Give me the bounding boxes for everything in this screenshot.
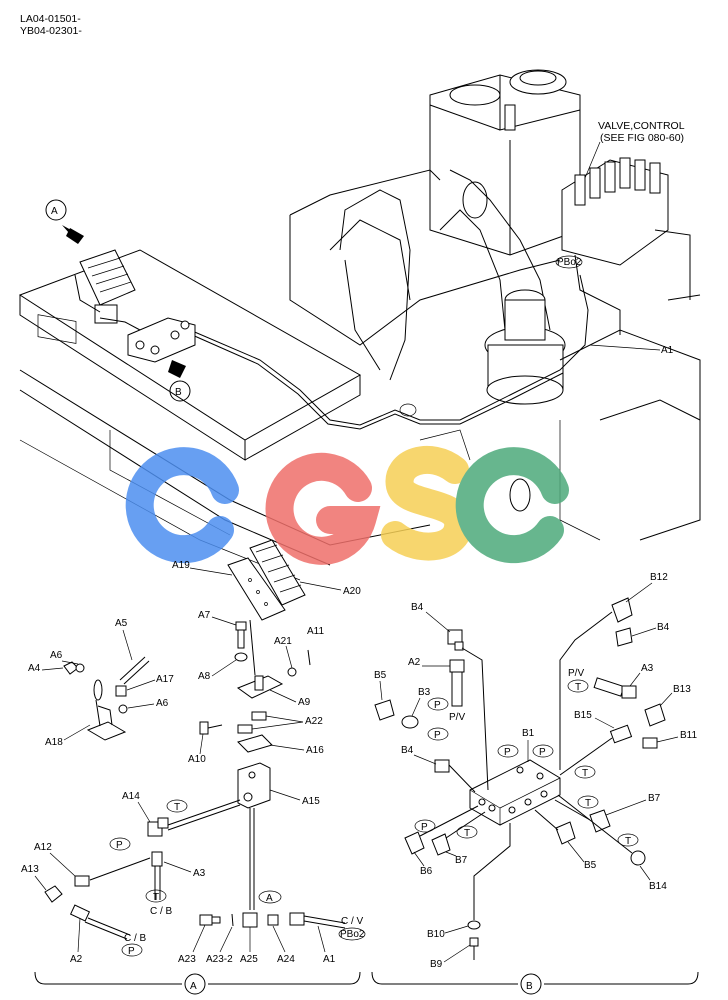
callout-b4-top: B4	[411, 602, 424, 613]
callout-a2-b: A2	[408, 657, 421, 668]
callout-b5-right: B5	[584, 860, 597, 871]
valve-control-figure-ref: (SEE FIG 080-60)	[600, 132, 684, 144]
callout-b4-right: B4	[657, 622, 670, 633]
tag-p-b-4: P	[539, 747, 546, 758]
cgsc-watermark	[125, 446, 569, 565]
callout-b7-right: B7	[648, 793, 661, 804]
pbo2-tag-upper: PBo2	[557, 257, 582, 268]
view-a-marker-upper	[45, 199, 67, 221]
pilot-hose-route	[189, 274, 589, 426]
tag-t-b-1: T	[575, 682, 581, 693]
tag-pv-left: P/V	[449, 712, 465, 723]
callout-a1-lower: A1	[323, 954, 336, 965]
tag-p-a-1: P	[116, 840, 123, 851]
valve-control-label: VALVE,CONTROL	[598, 120, 685, 132]
callout-b7-left: B7	[455, 855, 468, 866]
view-b-bracket	[371, 971, 699, 995]
tag-p-b-1: P	[434, 700, 441, 711]
tag-p-a-2: P	[128, 946, 135, 957]
callout-b6: B6	[420, 866, 433, 877]
callout-a6-left: A6	[50, 650, 63, 661]
callout-a21: A21	[274, 636, 292, 647]
callout-a6-right: A6	[156, 698, 169, 709]
callout-a17: A17	[156, 674, 174, 685]
callout-a7: A7	[198, 610, 211, 621]
callout-a13: A13	[21, 864, 39, 875]
callout-b14: B14	[649, 881, 667, 892]
callout-b15: B15	[574, 710, 592, 721]
tag-t-b-5: T	[464, 828, 470, 839]
tag-t-a-1: T	[174, 802, 180, 813]
callout-b4-lower: B4	[401, 745, 414, 756]
callout-a22: A22	[305, 716, 323, 727]
tag-cb-left-1: C / B	[150, 906, 173, 917]
callout-a15: A15	[302, 796, 320, 807]
view-a-label: A	[190, 981, 197, 992]
callout-a16: A16	[306, 745, 324, 756]
view-b-label: B	[526, 981, 533, 992]
tag-pv-right: P/V	[568, 668, 584, 679]
view-b-detail	[374, 597, 666, 960]
callout-a20: A20	[343, 586, 361, 597]
tag-p-b-5: P	[421, 822, 428, 833]
view-a-detail	[44, 539, 346, 940]
callout-a10: A10	[188, 754, 206, 765]
tag-cb-left-2: C / B	[124, 933, 147, 944]
serial-number-1: LA04-01501-	[20, 13, 81, 25]
pedal-pad-a20	[249, 539, 306, 606]
callout-a23-2: A23-2	[206, 954, 233, 965]
view-a-bracket	[34, 971, 361, 995]
travel-pedal-assembly	[74, 249, 196, 363]
tag-t-b-3: T	[585, 798, 591, 809]
callout-b1: B1	[522, 728, 535, 739]
serial-number-2: YB04-02301-	[20, 25, 82, 37]
callout-a12: A12	[34, 842, 52, 853]
callout-b12: B12	[650, 572, 668, 583]
callout-a11: A11	[307, 626, 324, 637]
callout-b9: B9	[430, 959, 443, 970]
callout-a1-upper: A1	[661, 345, 674, 356]
tag-t-b-4: T	[625, 836, 631, 847]
callout-a25: A25	[240, 954, 258, 965]
callout-a18: A18	[45, 737, 63, 748]
callout-a5: A5	[115, 618, 128, 629]
svg-text:A: A	[51, 206, 58, 217]
callout-b5-left: B5	[374, 670, 387, 681]
svg-text:B: B	[175, 387, 182, 398]
callout-b10: B10	[427, 929, 445, 940]
callout-b13: B13	[673, 684, 691, 695]
control-valve	[561, 157, 701, 335]
callout-a8: A8	[198, 671, 211, 682]
tag-a-a-1: A	[266, 893, 273, 904]
callout-a24: A24	[277, 954, 295, 965]
callout-a3-b: A3	[641, 663, 654, 674]
view-b-marker-upper	[169, 380, 191, 402]
tag-t-a-2: T	[153, 892, 159, 903]
tag-p-b-3: P	[504, 747, 511, 758]
callout-a2-left: A2	[70, 954, 83, 965]
callout-a9: A9	[298, 697, 311, 708]
callout-a14: A14	[122, 791, 140, 802]
callout-a3-left: A3	[193, 868, 206, 879]
tag-p-b-2: P	[434, 730, 441, 741]
view-b-arrow	[168, 360, 186, 378]
pedal-a19	[227, 557, 286, 621]
callout-a19: A19	[172, 560, 190, 571]
tag-t-b-2: T	[582, 768, 588, 779]
callout-a4: A4	[28, 663, 41, 674]
callout-b3: B3	[418, 687, 431, 698]
tag-cv: C / V	[341, 916, 364, 927]
callout-b11: B11	[680, 730, 697, 741]
pbo2-tag-lower: PBo2	[340, 929, 365, 940]
callout-a23: A23	[178, 954, 196, 965]
